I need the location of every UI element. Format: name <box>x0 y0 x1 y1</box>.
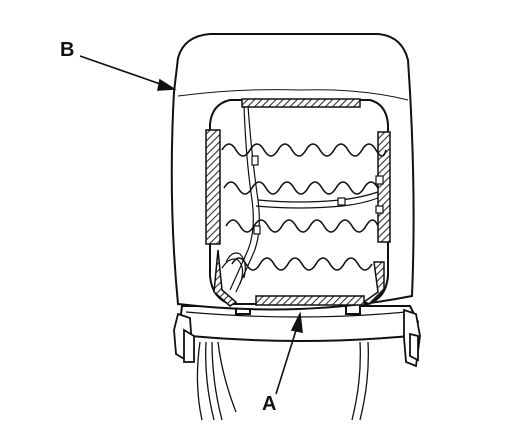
right-bracket <box>403 308 421 368</box>
callout-a: A <box>262 393 277 415</box>
wire-clips <box>251 155 384 235</box>
cushion-seam <box>177 89 409 101</box>
callout-b: B <box>60 39 75 61</box>
left-bracket <box>173 312 195 363</box>
harness-wires <box>196 341 369 421</box>
frame-members <box>205 98 391 307</box>
leader-lines <box>79 55 303 395</box>
